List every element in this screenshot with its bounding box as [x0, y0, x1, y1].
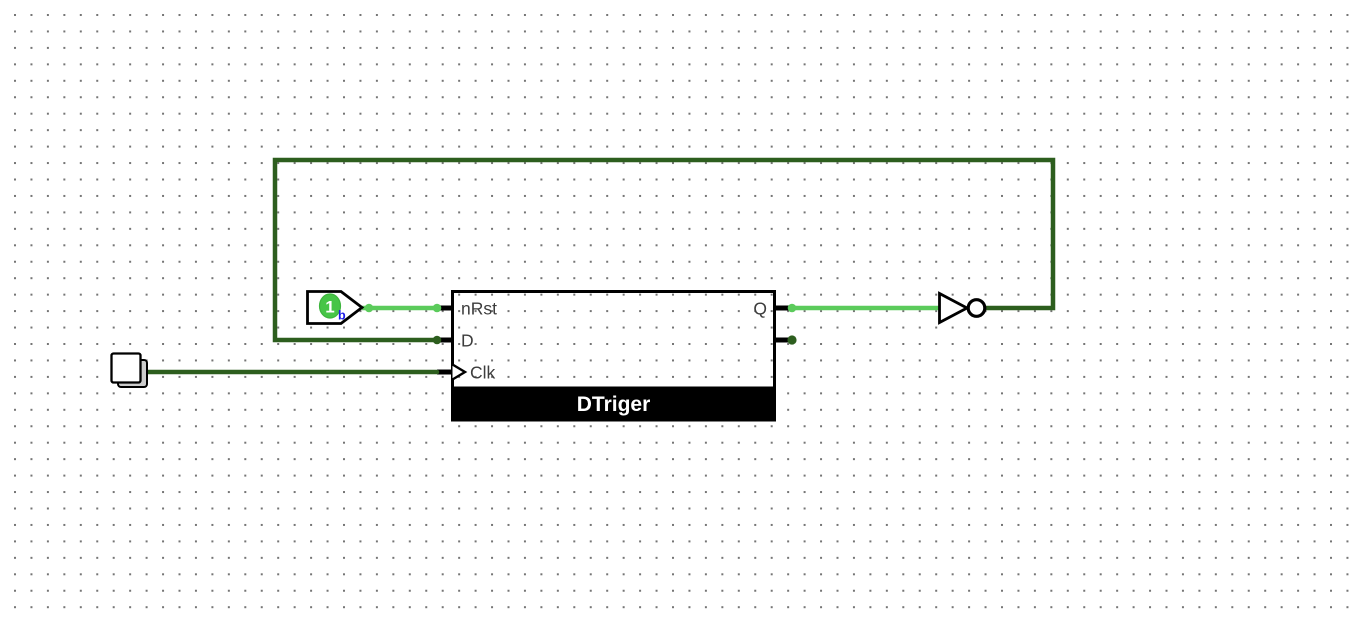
junction-dot — [432, 303, 442, 313]
junction-dot — [364, 303, 374, 313]
clock-edge-icon — [451, 363, 468, 381]
constant-value-badge — [318, 293, 342, 319]
wire-junction-dots — [364, 303, 797, 345]
not-gate-component[interactable] — [938, 291, 987, 325]
not-gate-bubble-icon — [966, 298, 987, 318]
not-gate-triangle[interactable] — [938, 291, 971, 325]
push-button-component[interactable] — [110, 352, 148, 388]
constant-base-text: b — [338, 309, 346, 323]
dflipflop-component[interactable]: DTriger nRst D Clk Q — [451, 290, 776, 422]
feedback-wire[interactable] — [272, 157, 1056, 343]
constant-value-text: 1 — [325, 298, 334, 317]
dflipflop-title: DTriger — [577, 393, 651, 416]
pin-label-clk: Clk — [470, 363, 496, 383]
button-face[interactable] — [110, 352, 142, 384]
dflipflop-title-bar — [451, 386, 776, 422]
pin-label-nrst: nRst — [461, 299, 497, 319]
unconnected-output-dot — [787, 335, 797, 345]
junction-dot — [787, 303, 797, 313]
pin-label-q: Q — [753, 299, 767, 319]
junction-dot — [432, 335, 442, 345]
constant-input-component[interactable]: 1 b — [306, 290, 365, 325]
pin-label-d: D — [461, 331, 474, 351]
